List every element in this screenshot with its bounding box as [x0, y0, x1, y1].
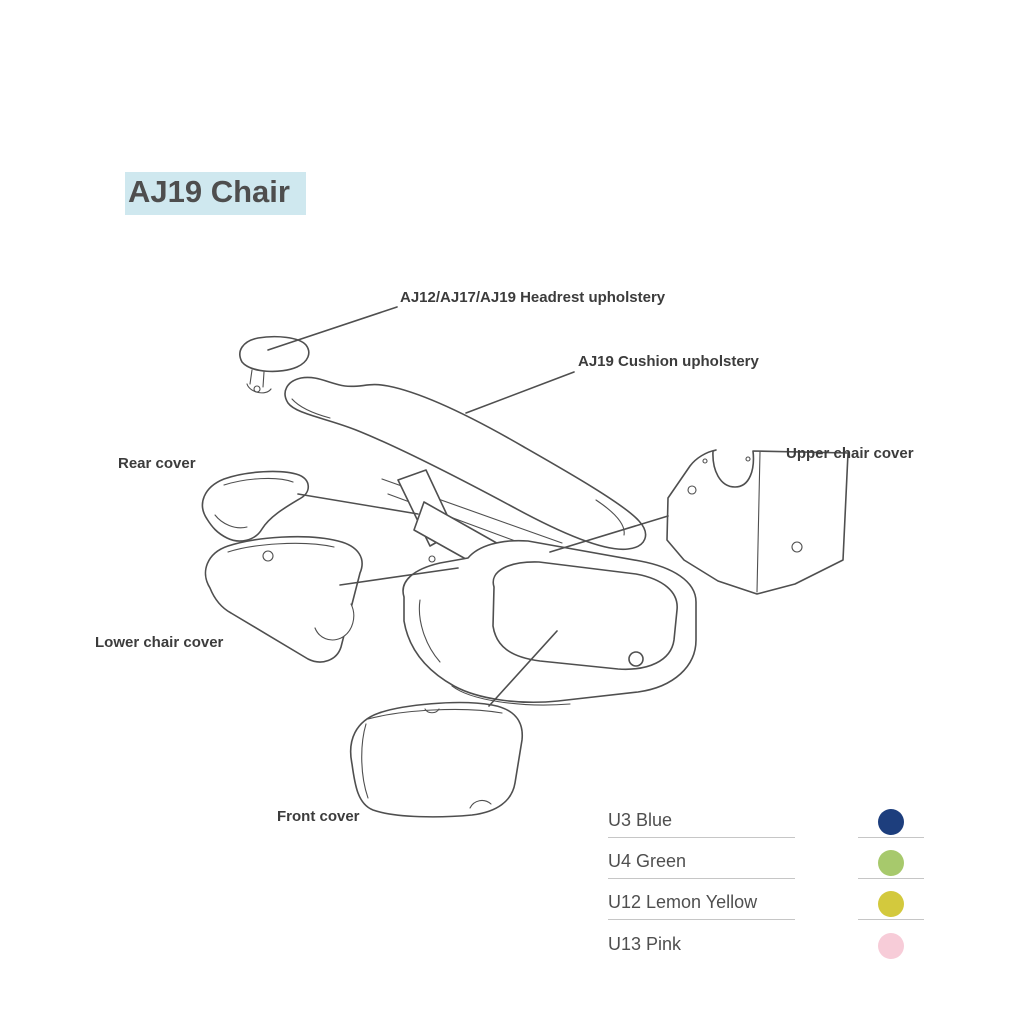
color-legend: U3 Blue U4 Green U12 Lemon Yellow U13 Pi… [608, 797, 948, 961]
legend-label: U13 Pink [608, 934, 682, 954]
lower-chair-cover-illustration [204, 535, 363, 663]
leader-line-front-cover [488, 630, 558, 707]
cushion-illustration [284, 376, 647, 551]
leader-lines [267, 306, 669, 707]
page-title-highlight: AJ19 Chair [125, 172, 306, 215]
headrest-illustration [239, 335, 310, 394]
legend-row-u12-lemon-yellow: U12 Lemon Yellow [608, 879, 948, 920]
leader-line-lower-chair-cover [339, 567, 459, 586]
label-upper-chair-cover: Upper chair cover [786, 445, 914, 462]
legend-row-u3-blue: U3 Blue [608, 797, 948, 838]
label-lower-chair-cover: Lower chair cover [95, 634, 224, 651]
front-cover-illustration [349, 701, 523, 818]
legend-swatch-blue [878, 809, 904, 835]
legend-swatch-cell [858, 920, 924, 961]
upper-chair-cover-illustration [666, 449, 849, 595]
legend-label: U4 Green [608, 851, 795, 879]
label-rear-cover: Rear cover [118, 455, 196, 472]
leader-line-headrest [267, 306, 398, 351]
legend-row-u13-pink: U13 Pink [608, 920, 948, 961]
label-headrest-upholstery: AJ12/AJ17/AJ19 Headrest upholstery [400, 289, 666, 306]
legend-row-u4-green: U4 Green [608, 838, 948, 879]
leader-line-upper-chair-cover [549, 515, 669, 553]
legend-swatch-cell [858, 838, 924, 879]
legend-swatch-lemon-yellow [878, 891, 904, 917]
legend-label: U12 Lemon Yellow [608, 892, 795, 920]
legend-swatch-green [878, 850, 904, 876]
leader-line-cushion [465, 371, 575, 414]
leader-line-rear-cover [297, 493, 419, 515]
legend-label: U3 Blue [608, 810, 795, 838]
chair-base-illustration [402, 539, 697, 706]
rear-cover-illustration [201, 470, 310, 542]
legend-swatch-pink [878, 933, 904, 959]
legend-swatch-cell [858, 879, 924, 920]
label-front-cover: Front cover [277, 808, 360, 825]
page-title: AJ19 Chair [125, 172, 306, 215]
label-cushion-upholstery: AJ19 Cushion upholstery [578, 353, 759, 370]
legend-swatch-cell [858, 797, 924, 838]
